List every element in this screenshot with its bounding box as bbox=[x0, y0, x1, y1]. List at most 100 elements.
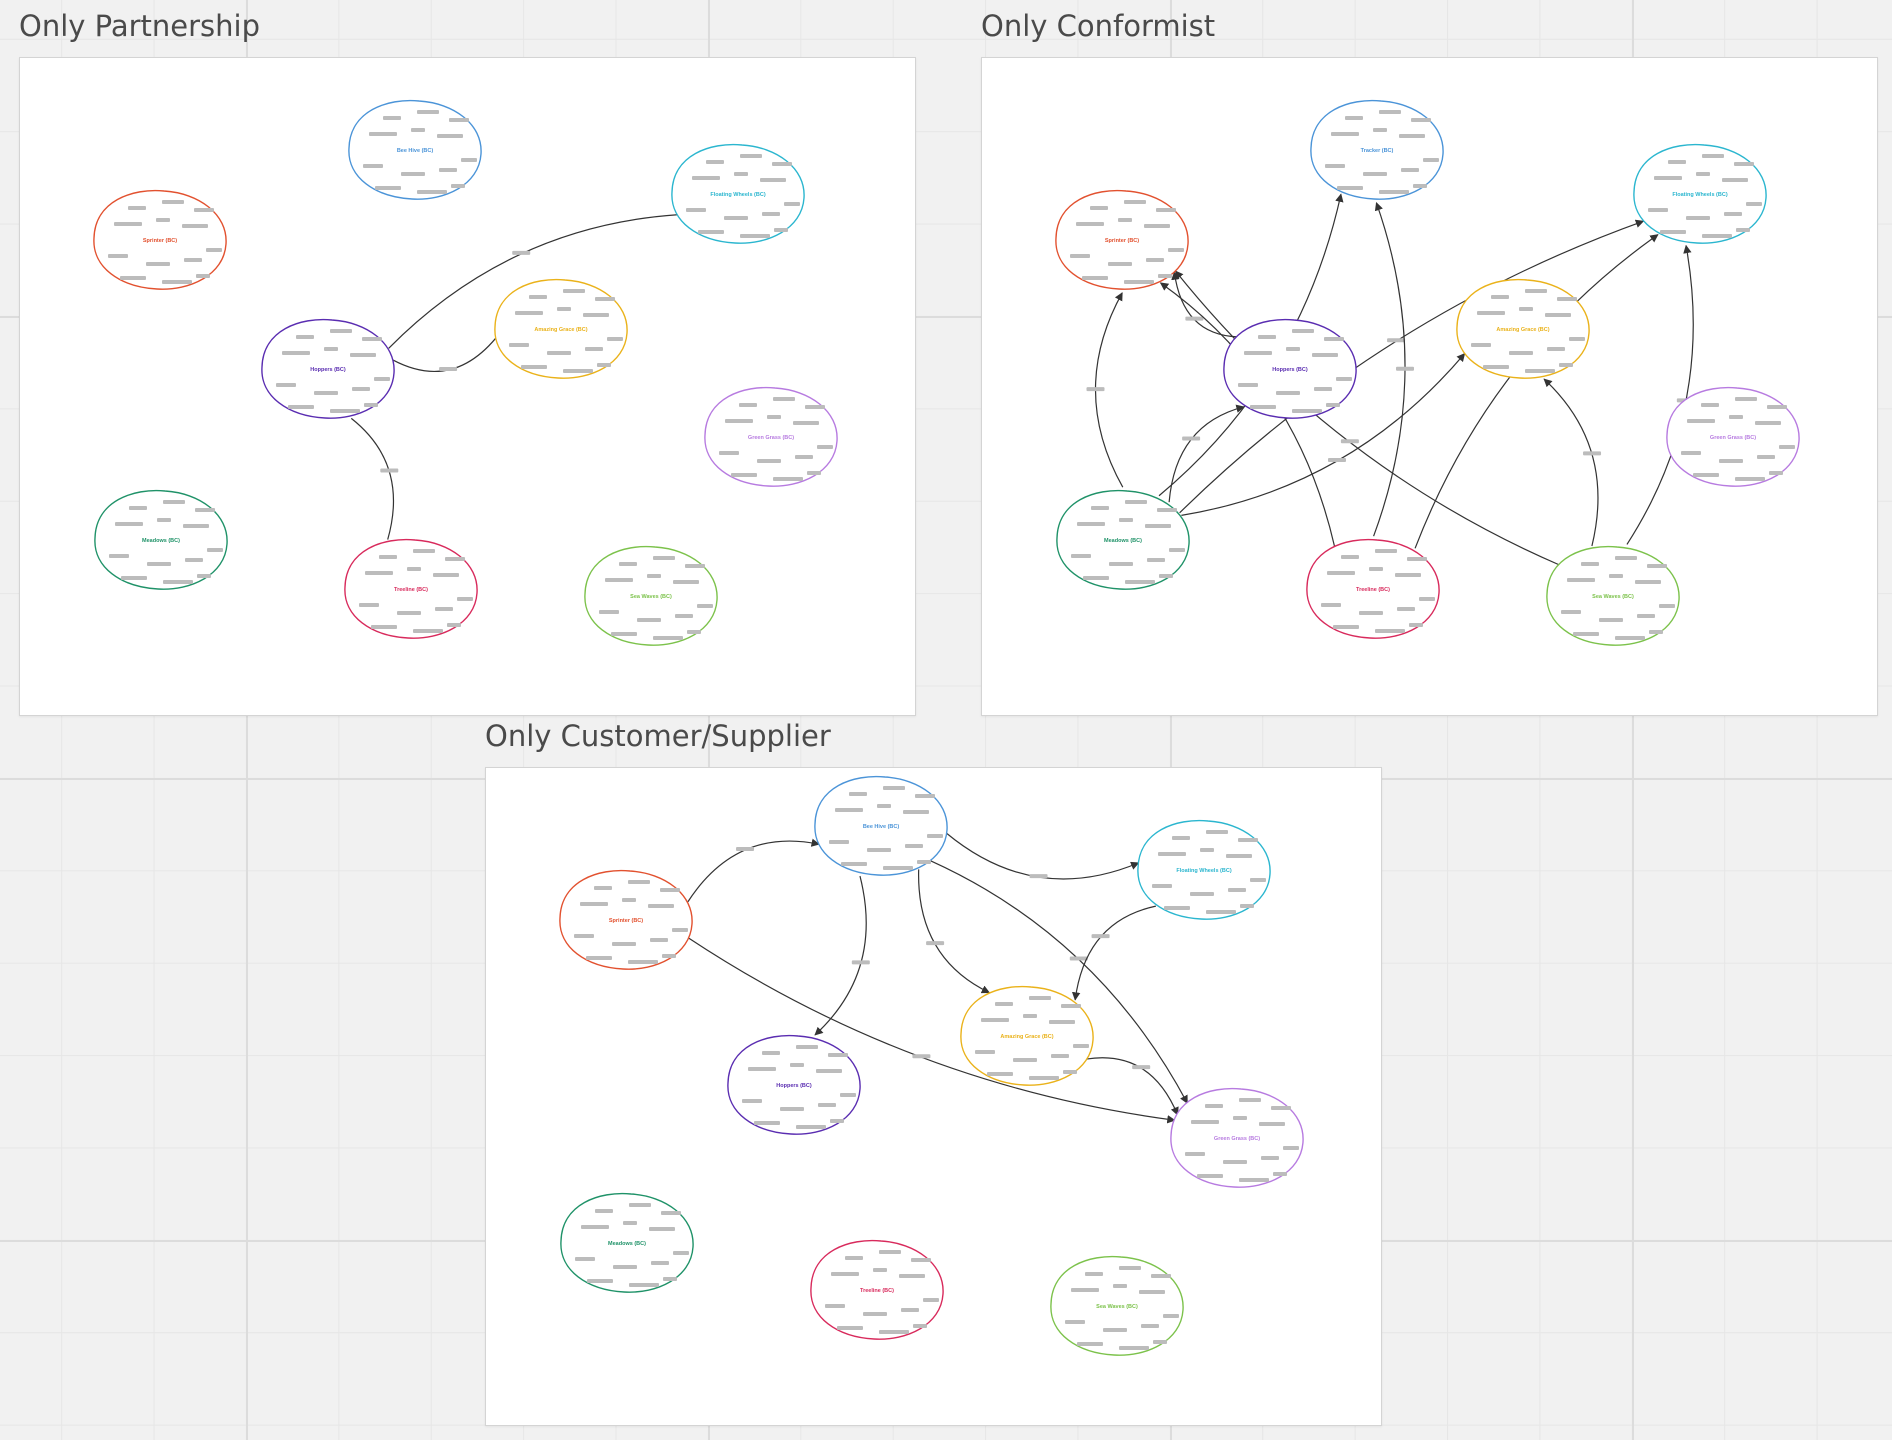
relation-label-placeholder bbox=[736, 847, 755, 852]
relation-edge-hoppers-amazing_grace[interactable] bbox=[392, 337, 497, 372]
relation-edge-bee_hive-hoppers[interactable] bbox=[814, 875, 867, 1036]
context-boundary bbox=[94, 489, 228, 590]
relation-edge-sea_waves-amazing_grace[interactable] bbox=[1543, 378, 1599, 547]
board-partnership[interactable]: Sprinter (BC) Bee Hive (BC) Floating Wheel… bbox=[19, 57, 916, 716]
sticky-note-placeholder bbox=[849, 792, 867, 796]
context-amazing-grace[interactable]: Amazing Grace (BC) bbox=[1456, 278, 1590, 379]
sticky-note-placeholder bbox=[1735, 477, 1765, 481]
sticky-note-placeholder bbox=[647, 574, 661, 578]
context-sprinter[interactable]: Sprinter (BC) bbox=[559, 869, 693, 970]
context-amazing-grace[interactable]: Amazing Grace (BC) bbox=[494, 278, 628, 379]
relation-label-placeholder bbox=[380, 468, 399, 473]
sticky-note-placeholder bbox=[1090, 206, 1108, 210]
sticky-note-placeholder bbox=[1375, 629, 1405, 633]
sticky-note-placeholder bbox=[719, 451, 739, 455]
sticky-note-placeholder bbox=[447, 623, 461, 627]
relation-label-placeholder bbox=[439, 366, 458, 371]
sticky-note-placeholder bbox=[147, 562, 171, 566]
context-green-grass[interactable]: Green Grass (BC) bbox=[704, 386, 838, 487]
relation-edge-bee_hive-amazing_grace[interactable] bbox=[918, 869, 991, 994]
sticky-note-placeholder bbox=[1191, 1120, 1219, 1124]
sticky-note-placeholder bbox=[1413, 184, 1427, 188]
context-floating-wheels[interactable]: Floating Wheels (BC) bbox=[671, 143, 805, 244]
sticky-note-placeholder bbox=[629, 1283, 659, 1287]
sticky-note-placeholder bbox=[1779, 445, 1795, 449]
sticky-note-placeholder bbox=[120, 276, 146, 280]
context-meadows[interactable]: Meadows (BC) bbox=[94, 489, 228, 590]
context-amazing-grace[interactable]: Amazing Grace (BC) bbox=[960, 985, 1094, 1086]
sticky-note-placeholder bbox=[841, 862, 867, 866]
sticky-note-placeholder bbox=[457, 597, 473, 601]
sticky-note-placeholder bbox=[1159, 574, 1173, 578]
sticky-note-placeholder bbox=[772, 162, 792, 166]
sticky-note-placeholder bbox=[1423, 158, 1439, 162]
sticky-note-placeholder bbox=[1113, 1284, 1127, 1288]
sticky-note-placeholder bbox=[379, 555, 397, 559]
context-boundary bbox=[344, 538, 478, 639]
context-floating-wheels[interactable]: Floating Wheels (BC) bbox=[1633, 143, 1767, 244]
context-sprinter[interactable]: Sprinter (BC) bbox=[93, 189, 227, 290]
sticky-note-placeholder bbox=[1238, 383, 1258, 387]
sticky-note-placeholder bbox=[817, 445, 833, 449]
context-tracker[interactable]: Tracker (BC) bbox=[1310, 99, 1444, 200]
relation-edge-floating_wheels-amazing_grace[interactable] bbox=[1071, 905, 1156, 1001]
sticky-note-placeholder bbox=[1124, 200, 1146, 204]
sticky-note-placeholder bbox=[1250, 878, 1266, 882]
sticky-note-placeholder bbox=[1125, 580, 1155, 584]
sticky-note-placeholder bbox=[793, 421, 819, 425]
context-sprinter[interactable]: Sprinter (BC) bbox=[1055, 189, 1189, 290]
context-hoppers[interactable]: Hoppers (BC) bbox=[1223, 318, 1357, 419]
relation-edge-hoppers-treeline[interactable] bbox=[350, 417, 395, 540]
context-floating-wheels[interactable]: Floating Wheels (BC) bbox=[1137, 819, 1271, 920]
frame-title-conformist: Only Conformist bbox=[981, 9, 1216, 43]
context-meadows[interactable]: Meadows (BC) bbox=[560, 1192, 694, 1293]
sticky-note-placeholder bbox=[905, 844, 923, 848]
sticky-note-placeholder bbox=[1519, 307, 1533, 311]
context-label: Sprinter (BC) bbox=[1105, 238, 1139, 244]
sticky-note-placeholder bbox=[879, 1330, 909, 1334]
context-bee-hive[interactable]: Bee Hive (BC) bbox=[348, 99, 482, 200]
context-green-grass[interactable]: Green Grass (BC) bbox=[1170, 1087, 1304, 1188]
sticky-note-placeholder bbox=[1724, 212, 1742, 216]
sticky-note-placeholder bbox=[867, 848, 891, 852]
relation-edge-bee_hive-floating_wheels[interactable] bbox=[946, 832, 1140, 880]
sticky-note-placeholder bbox=[1228, 888, 1246, 892]
sticky-note-placeholder bbox=[622, 898, 636, 902]
context-hoppers[interactable]: Hoppers (BC) bbox=[261, 318, 395, 419]
sticky-note-placeholder bbox=[1681, 451, 1701, 455]
sticky-note-placeholder bbox=[1206, 910, 1236, 914]
relation-edge-sea_waves-floating_wheels[interactable] bbox=[1626, 244, 1694, 545]
context-sea-waves[interactable]: Sea Waves (BC) bbox=[584, 545, 718, 646]
board-conformist[interactable]: Sprinter (BC) Tracker (BC) Floating Wheels… bbox=[981, 57, 1878, 716]
board-customer-supplier[interactable]: Sprinter (BC) Bee Hive (BC) Floating Wheel… bbox=[485, 767, 1382, 1426]
sticky-note-placeholder bbox=[1686, 216, 1710, 220]
sticky-note-placeholder bbox=[1615, 636, 1645, 640]
relation-edge-amazing_grace-green_grass[interactable] bbox=[1086, 1057, 1179, 1116]
sticky-note-placeholder bbox=[706, 160, 724, 164]
sticky-note-placeholder bbox=[830, 1119, 844, 1123]
sticky-note-placeholder bbox=[364, 403, 378, 407]
sticky-note-placeholder bbox=[129, 506, 147, 510]
sticky-note-placeholder bbox=[1259, 1122, 1285, 1126]
context-treeline[interactable]: Treeline (BC) bbox=[810, 1239, 944, 1340]
sticky-note-placeholder bbox=[1373, 128, 1387, 132]
context-bee-hive[interactable]: Bee Hive (BC) bbox=[814, 775, 948, 876]
sticky-note-placeholder bbox=[917, 860, 931, 864]
context-hoppers[interactable]: Hoppers (BC) bbox=[727, 1034, 861, 1135]
sticky-note-placeholder bbox=[383, 116, 401, 120]
context-treeline[interactable]: Treeline (BC) bbox=[344, 538, 478, 639]
sticky-note-placeholder bbox=[784, 202, 800, 206]
sticky-note-placeholder bbox=[1103, 1328, 1127, 1332]
sticky-note-placeholder bbox=[509, 343, 529, 347]
context-sea-waves[interactable]: Sea Waves (BC) bbox=[1546, 545, 1680, 646]
sticky-note-placeholder bbox=[731, 473, 757, 477]
context-meadows[interactable]: Meadows (BC) bbox=[1056, 489, 1190, 590]
sticky-note-placeholder bbox=[1141, 1324, 1159, 1328]
sticky-note-placeholder bbox=[586, 956, 612, 960]
context-sea-waves[interactable]: Sea Waves (BC) bbox=[1050, 1255, 1184, 1356]
context-green-grass[interactable]: Green Grass (BC) bbox=[1666, 386, 1800, 487]
context-treeline[interactable]: Treeline (BC) bbox=[1306, 538, 1440, 639]
sticky-note-placeholder bbox=[675, 614, 693, 618]
sticky-note-placeholder bbox=[413, 629, 443, 633]
sticky-note-placeholder bbox=[1063, 1070, 1077, 1074]
